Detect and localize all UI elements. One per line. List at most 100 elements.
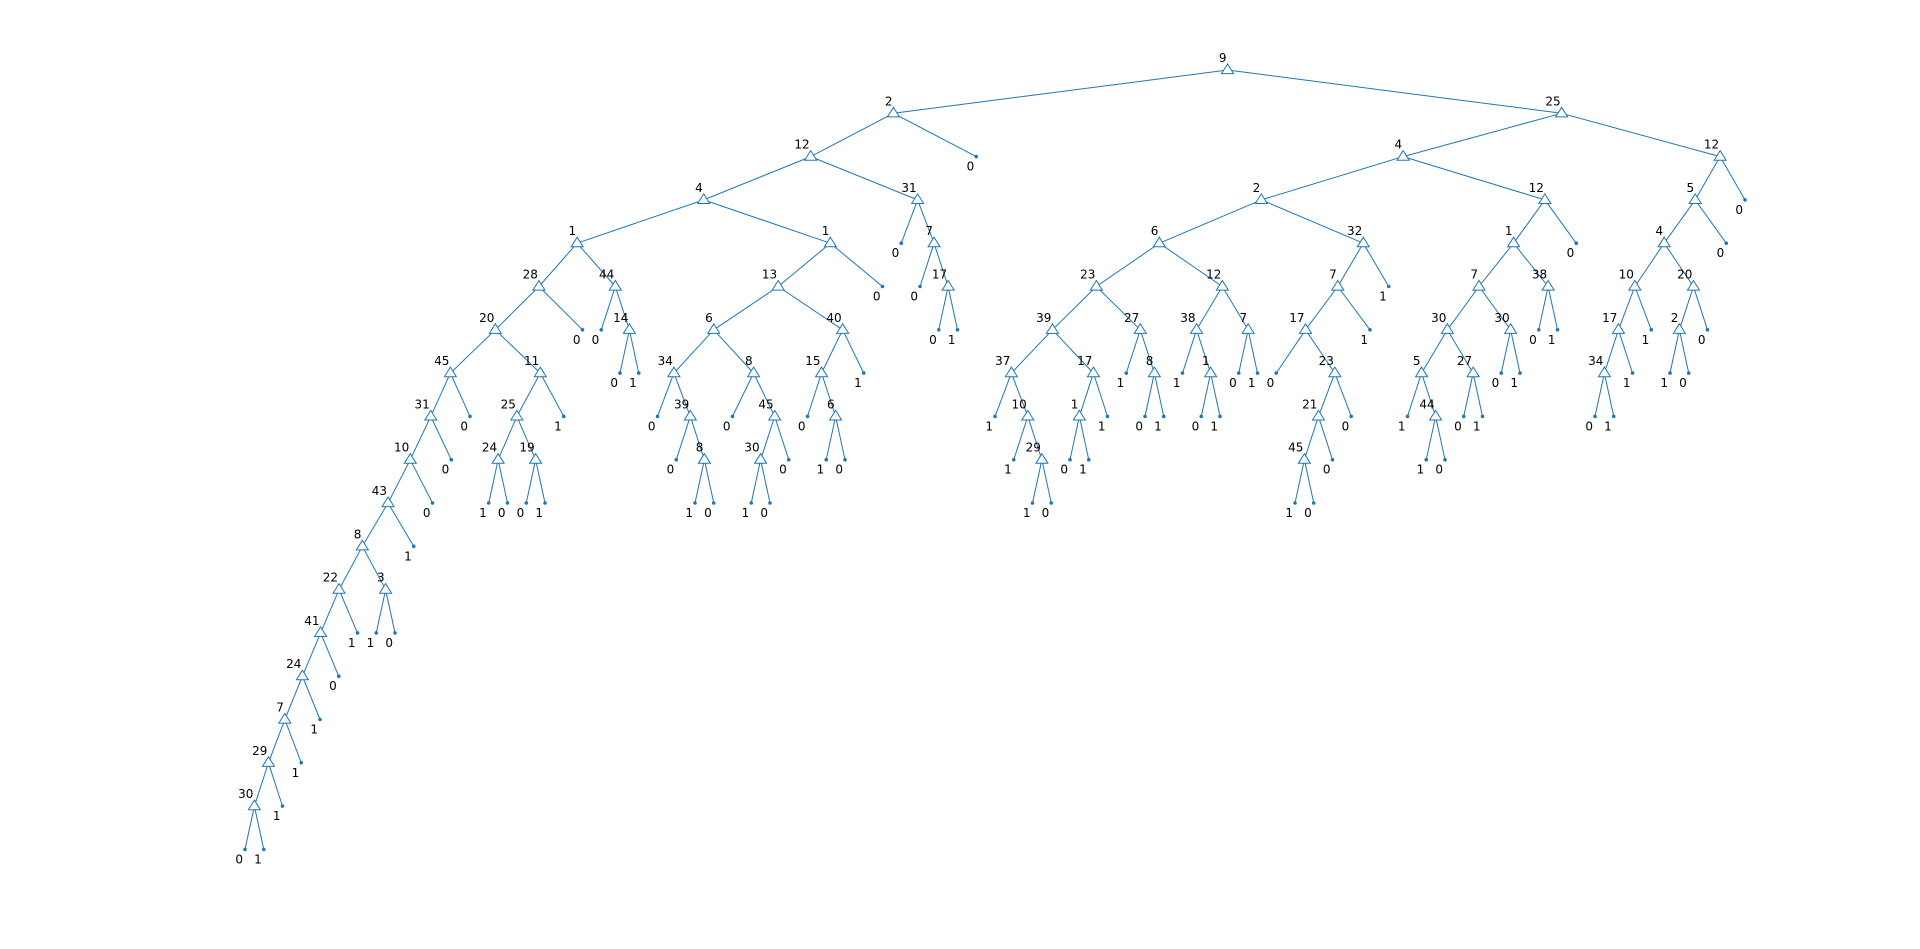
node-label: 1 <box>1505 224 1513 238</box>
dot-icon <box>880 284 885 289</box>
triangle-icon <box>746 366 761 378</box>
tree-edge <box>361 502 389 547</box>
dot-icon <box>355 631 360 635</box>
tree-edge <box>535 459 546 504</box>
tree-edge <box>1561 112 1721 158</box>
dot-icon <box>1686 371 1691 375</box>
leaf-label: 1 <box>1398 419 1406 433</box>
dot-icon <box>1499 371 1504 375</box>
leaf-label: 0 <box>1435 463 1443 477</box>
triangle-icon <box>683 409 698 421</box>
leaf-label: 0 <box>1585 419 1593 433</box>
tree-edge <box>673 329 715 374</box>
dot-icon <box>1724 241 1729 245</box>
leaf-label: 1 <box>1210 419 1218 433</box>
tree-edge <box>1303 459 1315 504</box>
triangle-icon <box>910 192 925 204</box>
dot-icon <box>1574 241 1579 245</box>
triangle-icon <box>667 366 681 378</box>
triangle-icon <box>1356 236 1371 248</box>
dot-icon <box>786 457 791 462</box>
tree-edge <box>1153 372 1165 417</box>
tree-edge <box>1196 286 1223 331</box>
dot-icon <box>1124 371 1129 375</box>
leaf-label: 0 <box>1135 419 1143 433</box>
tree-edge <box>267 719 286 763</box>
dot-icon <box>1461 414 1466 419</box>
node-label: 30 <box>238 787 253 801</box>
dot-icon <box>636 371 641 375</box>
leaf-label: 1 <box>1248 376 1256 390</box>
tree-edge <box>933 243 949 287</box>
triangle-icon <box>403 452 418 464</box>
triangle-icon <box>828 409 843 421</box>
node-label: 43 <box>372 484 387 498</box>
tree-edge <box>1182 329 1198 374</box>
dot-icon <box>1593 414 1597 419</box>
dot-icon <box>1480 414 1485 419</box>
triangle-icon <box>823 236 838 248</box>
triangle-icon <box>697 452 712 464</box>
leaf-label: 1 <box>367 636 375 650</box>
triangle-icon <box>771 279 786 291</box>
triangle-icon <box>1215 279 1230 291</box>
tree-edge <box>1694 156 1721 201</box>
leaf-label: 0 <box>1304 506 1312 520</box>
tree-edge <box>1435 416 1446 460</box>
triangle-icon <box>277 712 292 724</box>
tree-edge <box>1261 156 1404 201</box>
node-label: 23 <box>1319 354 1334 368</box>
dot-icon <box>843 457 847 462</box>
triangle-icon <box>1045 322 1060 334</box>
leaf-label: 1 <box>254 852 262 866</box>
tree-edge <box>1407 372 1423 417</box>
leaf-label: 0 <box>592 333 600 347</box>
tree-edge <box>497 459 508 504</box>
node-label: 27 <box>1457 354 1472 368</box>
tree-edge <box>1603 329 1619 374</box>
tree-edge <box>253 762 269 807</box>
dot-icon <box>1274 371 1279 375</box>
tree-edge <box>244 805 255 850</box>
tree-edge <box>450 329 496 374</box>
leaf-label: 0 <box>235 852 243 866</box>
tree-edge <box>267 762 283 807</box>
triangle-icon <box>532 279 546 291</box>
triangle-icon <box>1503 322 1518 334</box>
node-label: 6 <box>1151 224 1159 238</box>
tree-edge <box>750 459 762 504</box>
dot-icon <box>1049 501 1054 505</box>
node-label: 24 <box>482 441 497 455</box>
leaf-label: 1 <box>1623 376 1631 390</box>
dot-icon <box>936 328 941 332</box>
tree-edge <box>1544 199 1577 244</box>
tree-edge <box>842 329 865 374</box>
triangle-icon <box>941 279 956 291</box>
leaf-label: 1 <box>1117 376 1125 390</box>
tree-edge <box>825 416 837 460</box>
tree-edge <box>657 372 675 417</box>
tree-edge <box>1463 372 1474 417</box>
leaf-label: 0 <box>929 333 937 347</box>
dot-icon <box>768 501 772 505</box>
tree-edge <box>1547 286 1558 330</box>
node-label: 7 <box>1239 311 1247 325</box>
leaf-label: 1 <box>292 766 300 780</box>
node-label: 5 <box>1687 181 1695 195</box>
tree-edge <box>494 286 540 331</box>
node-label: 1 <box>568 224 576 238</box>
leaf-label: 1 <box>629 376 637 390</box>
tree-edge <box>1041 459 1052 504</box>
tree-edge <box>835 416 846 460</box>
triangle-icon <box>1298 322 1313 334</box>
tree-edge <box>338 546 363 590</box>
dot-icon <box>393 631 397 635</box>
tree-edge <box>375 589 387 634</box>
triangle-icon <box>1203 366 1218 378</box>
dot-icon <box>411 544 416 549</box>
tree-edge <box>760 459 771 504</box>
dot-icon <box>1255 371 1260 375</box>
dot-icon <box>1630 371 1635 375</box>
triangle-icon <box>1133 322 1148 334</box>
